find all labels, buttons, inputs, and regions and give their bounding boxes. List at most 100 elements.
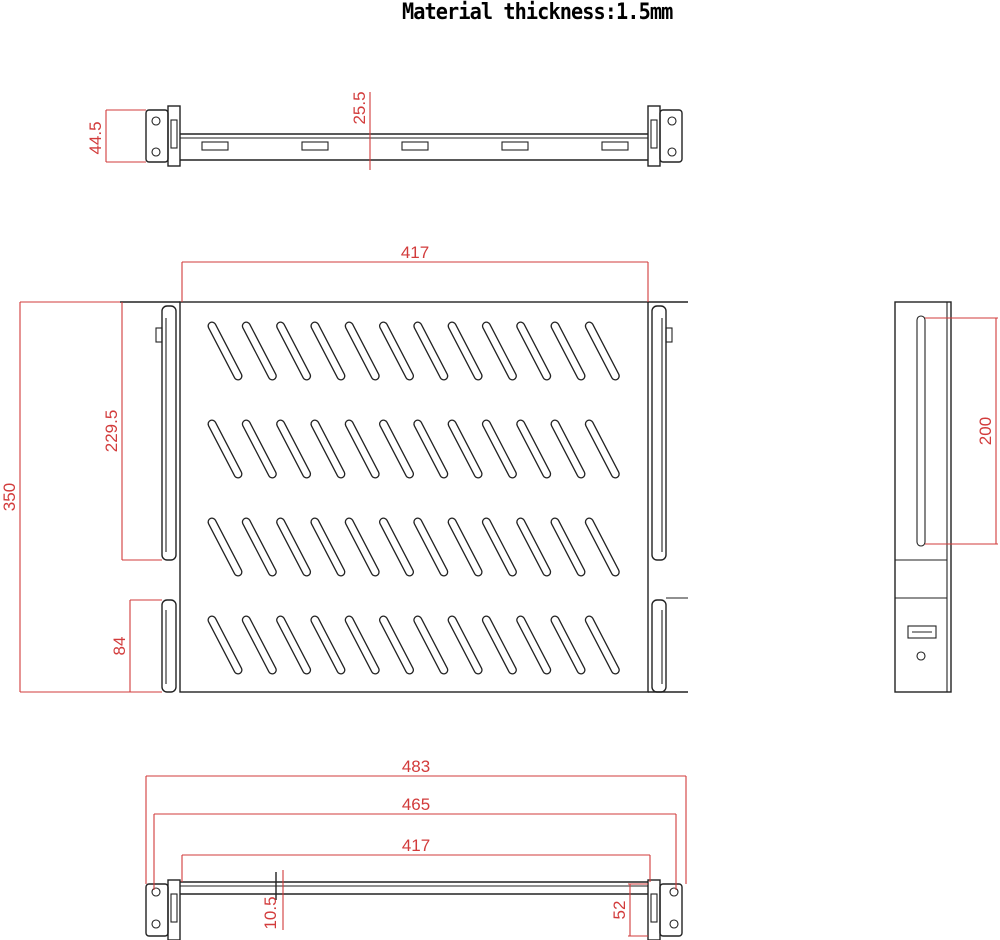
side-hole xyxy=(916,651,926,661)
left-bracket xyxy=(167,879,181,940)
vent-slot-inner xyxy=(448,518,482,576)
vent-slot-inner xyxy=(448,420,482,478)
vent-slot-inner xyxy=(277,322,310,380)
left-rail-upper xyxy=(161,305,177,561)
vent-slot-inner xyxy=(380,322,413,380)
vent-slot-inner xyxy=(208,420,242,478)
ear-hole xyxy=(151,919,161,929)
vent-slot-inner xyxy=(414,322,447,380)
ear-hole xyxy=(667,147,677,157)
dim-350: 350 xyxy=(0,483,19,511)
vent-slot-inner xyxy=(243,616,276,674)
material-thickness-title: Material thickness:1.5mm xyxy=(402,0,673,25)
vent-slot-inner xyxy=(483,518,516,576)
right-bracket-slot xyxy=(650,893,658,923)
vent-slot-inner xyxy=(551,616,585,674)
vent-slot-inner xyxy=(277,420,310,478)
vent-slot-inner xyxy=(346,322,379,380)
screw-mark xyxy=(665,327,673,343)
vent-slot xyxy=(301,141,329,151)
vent-slot-inner xyxy=(346,518,379,576)
vent-slot xyxy=(601,141,629,151)
vent-slot-inner xyxy=(346,420,379,478)
left-rail-lower xyxy=(161,599,177,693)
vent-slot xyxy=(201,141,229,151)
vent-slot-inner xyxy=(311,322,345,380)
vent-slot-inner xyxy=(243,420,276,478)
left-bracket-slot xyxy=(170,893,178,923)
right-bracket xyxy=(647,879,661,940)
vent-slot-inner xyxy=(483,616,516,674)
vent-slot-inner xyxy=(483,420,516,478)
right-bracket-slot xyxy=(650,119,658,149)
vent-slot-inner xyxy=(277,518,310,576)
left-bracket xyxy=(167,105,181,167)
vent-slot-inner xyxy=(208,616,242,674)
vent-slot-inner xyxy=(517,420,550,478)
vent-slot-inner xyxy=(346,616,379,674)
vent-slot-inner xyxy=(380,616,413,674)
dim-200: 200 xyxy=(976,417,995,445)
vent-slot-inner xyxy=(586,518,619,576)
left-bracket-slot xyxy=(170,119,178,149)
vent-slot-inner xyxy=(311,420,345,478)
ear-hole xyxy=(669,887,679,897)
shelf-plate xyxy=(179,301,649,693)
front-view: 417 350 229.5 84 xyxy=(0,243,688,693)
vent-slot-inner xyxy=(551,322,585,380)
vent-slot-inner xyxy=(414,616,447,674)
dim-417-top: 417 xyxy=(401,243,429,262)
right-ear xyxy=(659,109,683,163)
vent-slot-rows xyxy=(207,321,620,675)
top-view: 44.5 25.5 xyxy=(86,91,683,170)
right-rail-lower xyxy=(651,599,667,693)
dim-52: 52 xyxy=(610,901,629,920)
vent-slot-inner xyxy=(483,322,516,380)
vent-slot-inner xyxy=(414,420,447,478)
vent-slot-inner xyxy=(551,420,585,478)
vent-slot-inner xyxy=(586,322,619,380)
vent-slot xyxy=(401,141,429,151)
vent-slot-inner xyxy=(277,616,310,674)
vent-slot-inner xyxy=(243,322,276,380)
vent-slot-inner xyxy=(208,518,242,576)
vent-slot-inner xyxy=(380,518,413,576)
vent-slot-inner xyxy=(243,518,276,576)
bottom-view: 483 465 417 10.5 52 xyxy=(145,757,687,940)
vent-slot-inner xyxy=(517,616,550,674)
dim-44-5: 44.5 xyxy=(86,121,105,154)
vent-slot-inner xyxy=(586,420,619,478)
vent-slot-inner xyxy=(448,616,482,674)
vent-slot-inner xyxy=(586,616,619,674)
vent-slot-inner xyxy=(551,518,585,576)
right-ear xyxy=(659,883,683,937)
dim-25-5: 25.5 xyxy=(350,91,369,124)
dim-417-bottom: 417 xyxy=(402,836,430,855)
dim-465: 465 xyxy=(402,795,430,814)
left-ear xyxy=(145,109,169,163)
vent-slot-inner xyxy=(517,518,550,576)
right-rail-upper xyxy=(651,305,667,561)
vent-slot-inner xyxy=(208,322,242,380)
dim-84: 84 xyxy=(110,637,129,656)
vent-slot-inner xyxy=(414,518,447,576)
ear-hole xyxy=(151,887,161,897)
right-bracket xyxy=(647,105,661,167)
side-view: 200 xyxy=(894,301,998,693)
side-label xyxy=(907,625,937,639)
screw-mark xyxy=(155,327,163,343)
ear-hole xyxy=(669,919,679,929)
vent-slot-inner xyxy=(380,420,413,478)
side-profile xyxy=(894,301,952,693)
vent-slot-inner xyxy=(311,518,345,576)
dim-483: 483 xyxy=(402,757,430,776)
ear-hole xyxy=(151,116,161,126)
ear-hole xyxy=(667,116,677,126)
vent-slot-inner xyxy=(448,322,482,380)
vent-slot xyxy=(501,141,529,151)
vent-slot-inner xyxy=(517,322,550,380)
dim-229-5: 229.5 xyxy=(102,410,121,453)
dim-10-5: 10.5 xyxy=(261,896,280,929)
ear-hole xyxy=(151,147,161,157)
